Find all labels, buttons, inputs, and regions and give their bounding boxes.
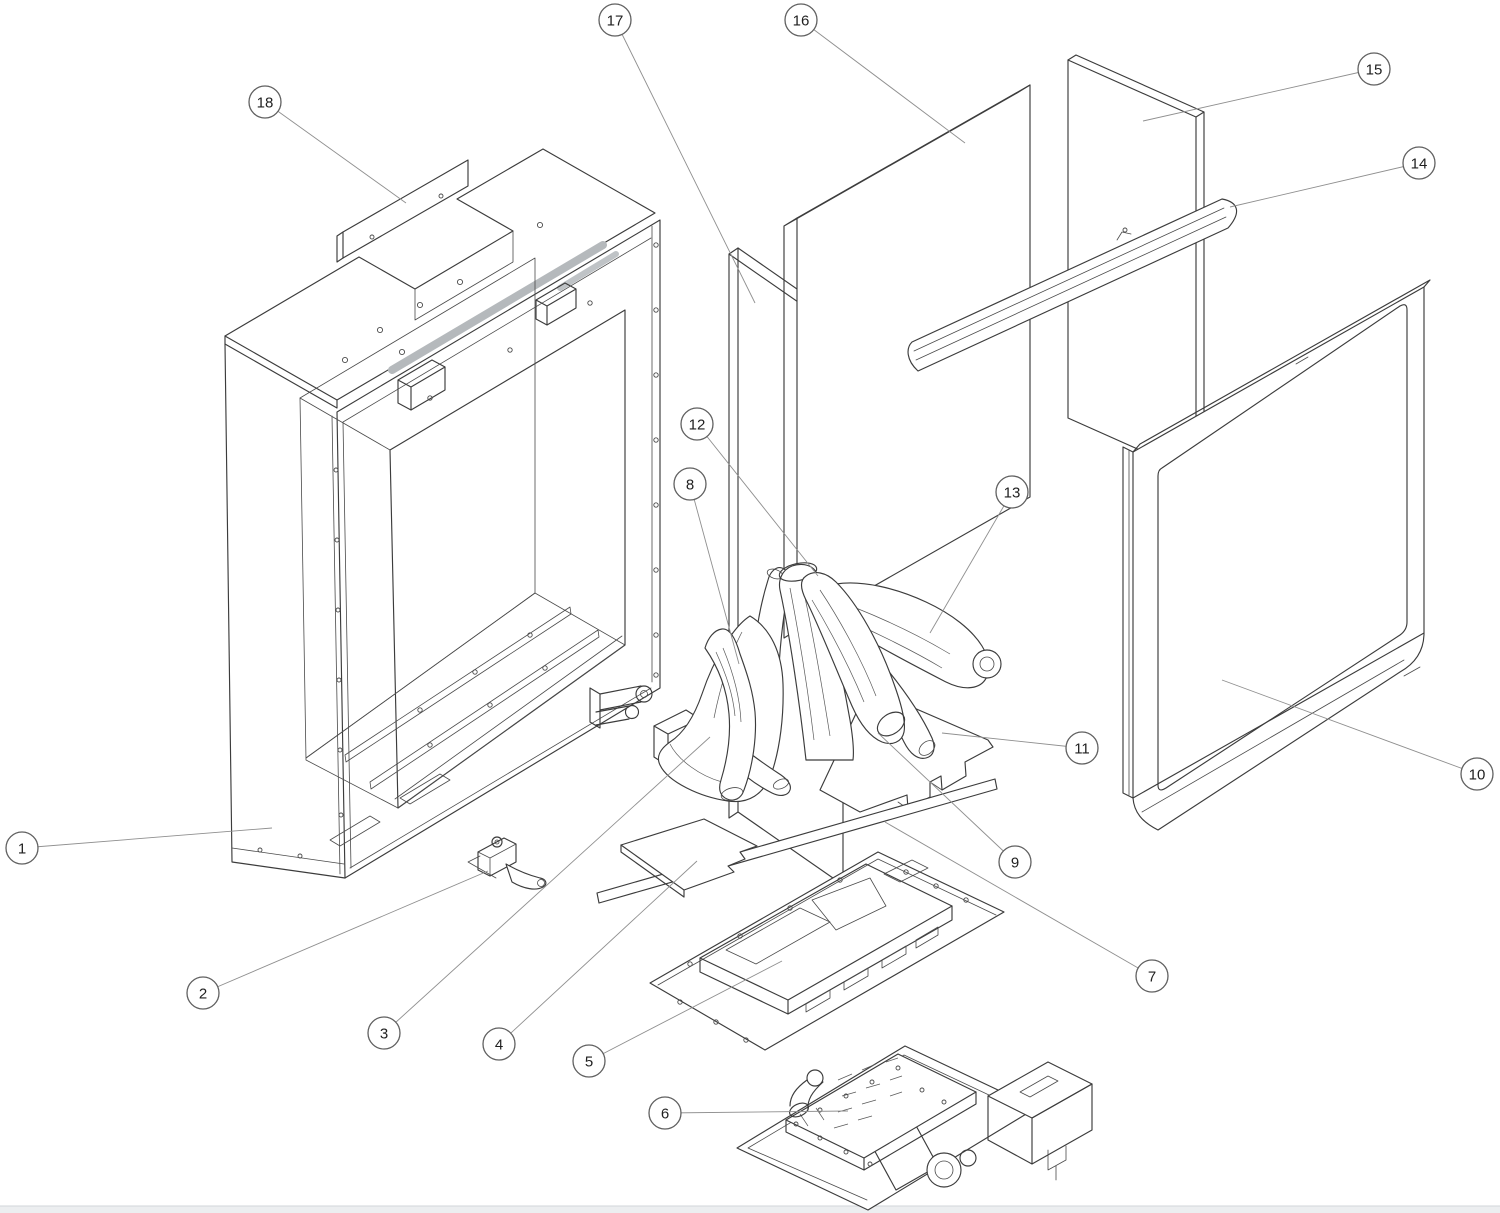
leader-line-2: [202, 870, 489, 994]
part-firebox-cabinet: [224, 148, 661, 879]
callout-balloon-icon: [248, 85, 282, 119]
front-log: [800, 572, 906, 745]
leader-line-8: [689, 483, 740, 665]
callout-balloon-icon: [5, 831, 39, 865]
callout-number: 17: [607, 12, 624, 29]
callout-5-floor-tray: 5: [572, 1044, 606, 1078]
callout-number: 6: [661, 1105, 669, 1122]
leader-line-5: [588, 960, 783, 1062]
part-ember-plate: [620, 818, 758, 898]
callout-number: 8: [686, 476, 694, 493]
leader-line-1: [21, 827, 273, 849]
callout-number: 11: [1074, 740, 1090, 757]
callout-11-log-support-plate: 11: [1065, 731, 1099, 765]
callout-2-pilot-bracket: 2: [186, 976, 220, 1010]
callout-4-ember-plate: 4: [482, 1027, 516, 1061]
leader-line-6: [664, 1110, 849, 1114]
callout-number: 9: [1011, 854, 1019, 871]
callout-number: 1: [18, 840, 26, 857]
leader-line-16: [800, 19, 966, 144]
callout-13-right-log: 13: [995, 475, 1029, 509]
part-top-rail: [907, 198, 1238, 372]
leader-line-4: [498, 860, 698, 1045]
callout-number: 13: [1004, 484, 1021, 501]
leader-line-12: [696, 423, 819, 577]
callout-balloon-icon: [598, 3, 632, 37]
callout-balloon-icon: [1135, 959, 1169, 993]
callout-number: 5: [585, 1053, 593, 1070]
callout-number: 4: [495, 1036, 503, 1053]
page-bottom-band: [0, 1205, 1500, 1213]
callout-number: 2: [199, 985, 207, 1002]
center-log: [778, 562, 854, 761]
leader-line-9: [877, 732, 1016, 863]
callout-balloon-icon: [998, 845, 1032, 879]
leader-line-7: [884, 821, 1153, 977]
callout-18-top-mounting-strip: 18: [248, 85, 282, 119]
callout-1-firebox-cabinet: 1: [5, 831, 39, 865]
callout-9-front-log: 9: [998, 845, 1032, 879]
part-floor-tray: [649, 851, 1005, 1051]
left-branch-log: [704, 628, 791, 801]
callout-number: 10: [1469, 766, 1486, 783]
callout-number: 12: [689, 416, 706, 433]
callout-balloon-icon: [784, 3, 818, 37]
part-glass-door: [1122, 279, 1431, 831]
callout-number: 7: [1148, 968, 1156, 985]
callout-balloon-icon: [995, 475, 1029, 509]
part-side-panel-large: [783, 84, 1031, 639]
callout-balloon-icon: [367, 1016, 401, 1050]
leader-line-18: [264, 101, 407, 204]
callout-number: 16: [793, 12, 810, 29]
leader-line-11: [941, 732, 1083, 749]
leader-line-15: [1142, 68, 1375, 122]
callout-14-top-rail: 14: [1402, 146, 1436, 180]
callout-balloon-icon: [1460, 757, 1494, 791]
leader-line-13: [929, 491, 1013, 634]
callout-balloon-icon: [680, 407, 714, 441]
callout-6-burner-assembly: 6: [648, 1096, 682, 1130]
callout-balloon-icon: [482, 1027, 516, 1061]
leader-line-14: [1229, 162, 1420, 208]
callout-balloon-icon: [186, 976, 220, 1010]
leader-line-10: [1221, 679, 1478, 775]
part-pilot-bracket: [467, 836, 547, 890]
callout-12-center-log: 12: [680, 407, 714, 441]
callout-number: 15: [1366, 61, 1383, 78]
leader-line-3: [383, 736, 711, 1034]
callout-number: 14: [1411, 155, 1428, 172]
callout-number: 18: [257, 94, 274, 111]
callout-17-side-panel-narrow: 17: [598, 3, 632, 37]
callout-balloon-icon: [1065, 731, 1099, 765]
callout-balloon-icon: [673, 467, 707, 501]
callout-3-front-rock: 3: [367, 1016, 401, 1050]
callout-16-side-panel-large: 16: [784, 3, 818, 37]
callout-balloon-icon: [572, 1044, 606, 1078]
part-top-mounting-strip: [336, 159, 469, 263]
callout-balloon-icon: [1357, 52, 1391, 86]
gas-inlet-stub: [589, 685, 653, 729]
callout-number: 3: [380, 1025, 388, 1042]
callout-15-rear-panel: 15: [1357, 52, 1391, 86]
leader-line-17: [614, 19, 756, 304]
part-burner-assembly: [736, 1045, 1093, 1211]
callout-7-front-trim-strip: 7: [1135, 959, 1169, 993]
callout-8-left-branch-log: 8: [673, 467, 707, 501]
callout-balloon-icon: [648, 1096, 682, 1130]
callout-balloon-icon: [1402, 146, 1436, 180]
callout-10-glass-door: 10: [1460, 757, 1494, 791]
